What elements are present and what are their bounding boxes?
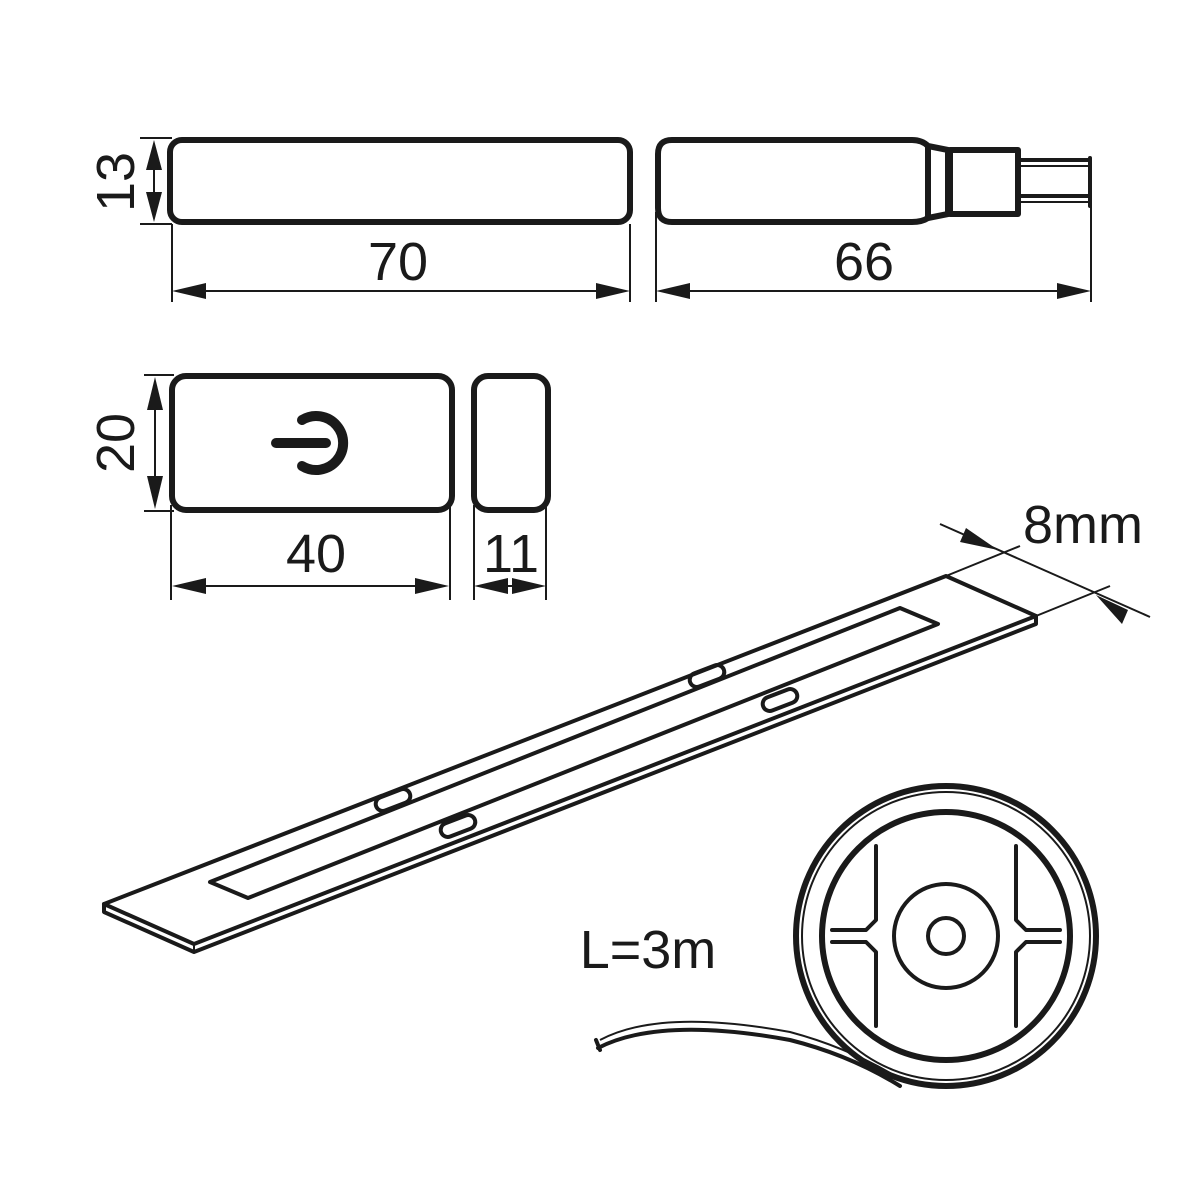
switch-front-view: 20 40 <box>86 373 455 600</box>
height-label-13: 13 <box>86 152 146 212</box>
connector-66-view: 66 <box>655 137 1092 302</box>
led-chip <box>760 687 800 713</box>
length-label-3m: L=3m <box>580 920 717 980</box>
strip-lens <box>208 606 940 900</box>
width-label-8mm: 8mm <box>1023 495 1143 555</box>
switch-body <box>169 373 455 513</box>
connector-plug-body <box>655 137 951 225</box>
strip-top-face <box>102 574 1038 946</box>
width-label-40: 40 <box>286 524 346 584</box>
height-label-20: 20 <box>86 413 146 473</box>
led-chip <box>373 787 413 813</box>
switch-side-body <box>471 373 551 513</box>
power-touch-icon <box>271 411 349 475</box>
width-label-66: 66 <box>834 232 894 292</box>
connector-70-view: 13 70 <box>86 137 633 302</box>
width-label-11: 11 <box>483 524 539 584</box>
led-strip: 8mm <box>102 495 1151 954</box>
cable-reel-icon: L=3m <box>580 783 1099 1089</box>
led-chip <box>438 813 478 839</box>
connector-sleeve <box>947 147 1021 217</box>
switch-side-view: 11 <box>471 373 551 600</box>
connector-body <box>167 137 633 225</box>
width-label-70: 70 <box>368 232 428 292</box>
led-chip <box>687 663 727 689</box>
